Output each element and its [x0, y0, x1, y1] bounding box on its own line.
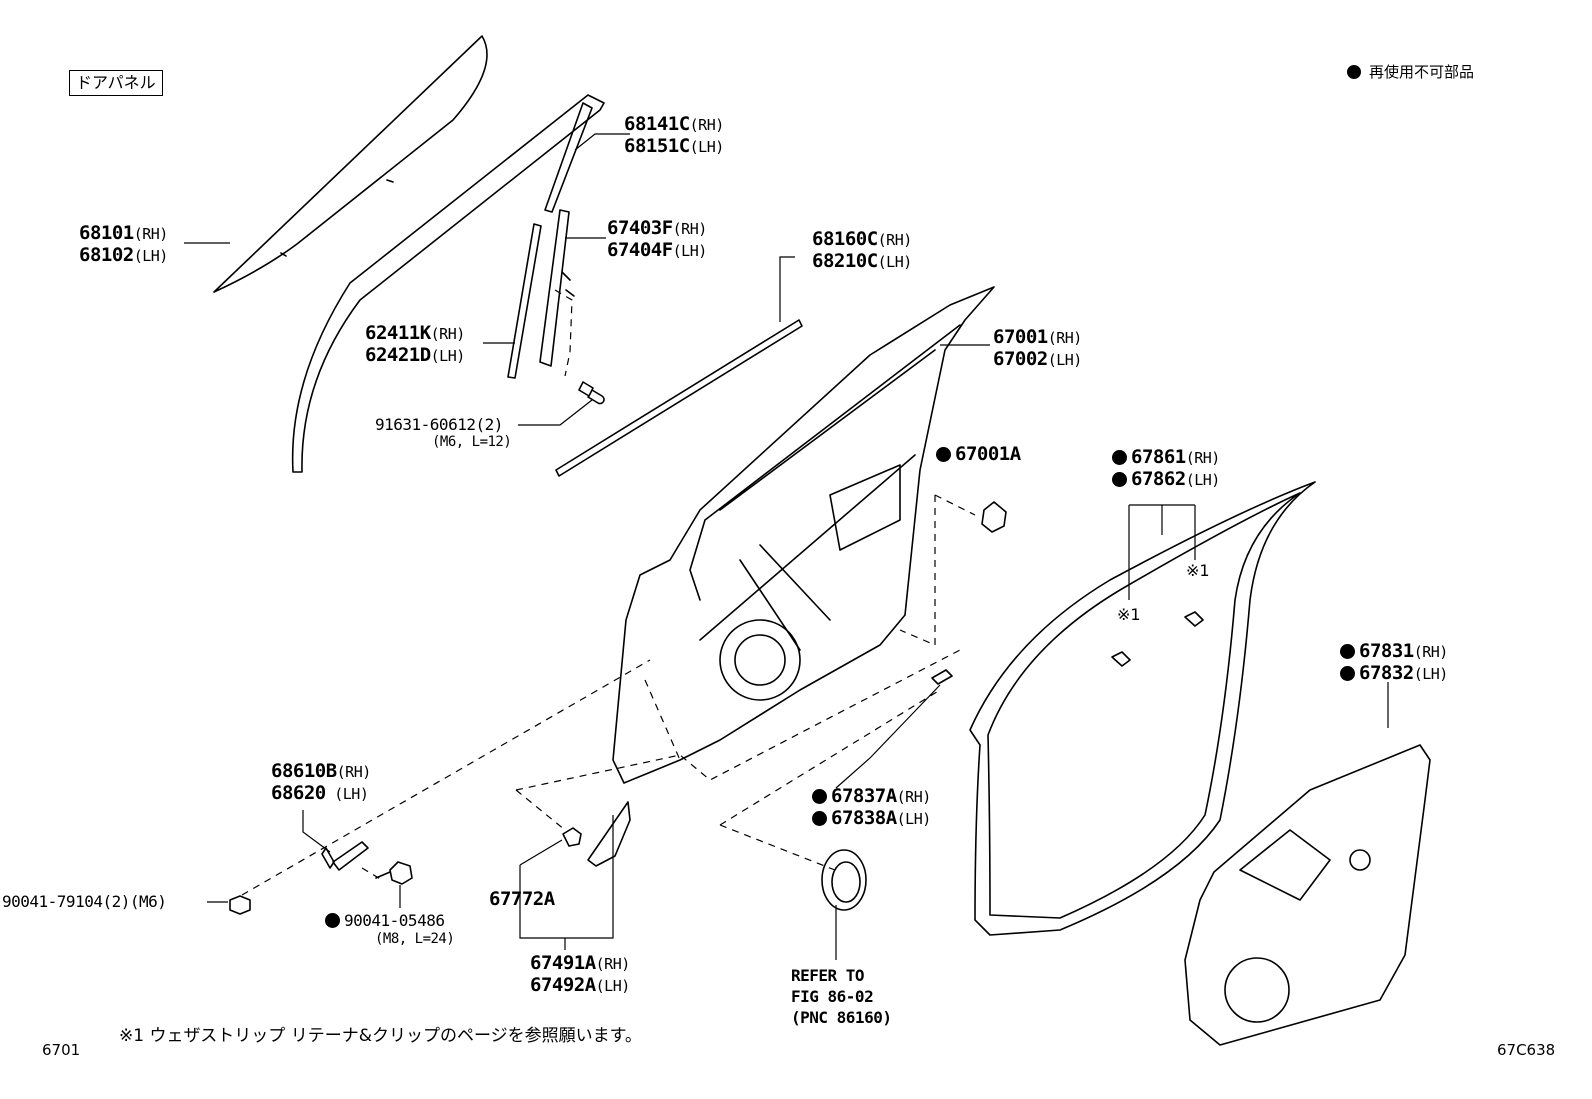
run-channel-rear: [539, 209, 570, 367]
part-90041-79104[interactable]: 90041-79104(2)(M6): [2, 892, 167, 911]
bolt-91631: [578, 381, 605, 405]
part-67491a[interactable]: 67491A(RH)67492A(LH): [530, 952, 630, 996]
cover-67491a: [587, 801, 631, 867]
part-67837a[interactable]: 67837A(RH)67838A(LH): [812, 786, 931, 830]
door-check: [321, 841, 369, 871]
ref-mark-1a: ※1: [1186, 561, 1210, 580]
frame-title: ドアパネル: [69, 70, 163, 96]
legend-text: 再使用不可部品: [1369, 63, 1475, 81]
ref-mark-1b: ※1: [1117, 605, 1141, 624]
non-reusable-dot-icon: [1340, 666, 1355, 681]
part-91631-spec: (M6, L=12): [432, 434, 512, 450]
part-67403f[interactable]: 67403F(RH)67404F(LH): [607, 217, 707, 261]
footnote: ※1 ウェザストリップ リテーナ&クリップのページを参照願います。: [119, 1026, 642, 1046]
part-67772a[interactable]: 67772A: [489, 888, 555, 910]
non-reusable-dot-icon: [1347, 65, 1361, 79]
part-68141c[interactable]: 68141C(RH)68151C(LH): [624, 113, 724, 157]
clip-67772a: [562, 827, 582, 847]
part-67831[interactable]: 67831(RH)67832(LH): [1340, 641, 1448, 685]
part-68160c[interactable]: 68160C(RH)68210C(LH): [812, 228, 912, 272]
nut-90041-79104: [229, 895, 251, 915]
non-reusable-dot-icon: [325, 913, 340, 928]
part-68101[interactable]: 68101(RH)68102(LH): [79, 222, 168, 266]
part-67001[interactable]: 67001(RH)67002(LH): [993, 326, 1082, 370]
glass-run-channel: [291, 94, 605, 473]
part-91631-60612[interactable]: 91631-60612(2): [375, 415, 503, 434]
page-id-right: 67C638: [1497, 1041, 1556, 1059]
door-frame: [612, 286, 995, 784]
seal-67837a: [931, 669, 953, 685]
non-reusable-dot-icon: [1112, 450, 1127, 465]
division-bar: [507, 223, 542, 379]
part-90041-05486-spec: (M8, L=24): [375, 931, 455, 947]
door-glass: [213, 35, 488, 293]
non-reusable-dot-icon: [812, 789, 827, 804]
legend: 再使用不可部品: [1347, 61, 1474, 82]
page-id-left: 6701: [42, 1041, 81, 1059]
part-68610b[interactable]: 68610B(RH)68620 (LH): [271, 760, 371, 804]
speaker: [821, 849, 867, 911]
non-reusable-dot-icon: [936, 447, 951, 462]
stopper-67001a: [981, 501, 1007, 533]
bolt-90041-05486: [375, 861, 413, 885]
non-reusable-dot-icon: [1340, 644, 1355, 659]
weather-strip: [969, 481, 1316, 936]
belt-moulding: [555, 319, 803, 477]
upper-sash: [544, 102, 593, 213]
part-67001a[interactable]: 67001A: [936, 444, 1021, 465]
door-trim-board: [1184, 744, 1431, 1046]
part-67861[interactable]: 67861(RH)67862(LH): [1112, 447, 1220, 491]
part-62411k[interactable]: 62411K(RH)62421D(LH): [365, 322, 465, 366]
non-reusable-dot-icon: [812, 811, 827, 826]
part-90041-05486[interactable]: 90041-05486: [325, 910, 445, 931]
non-reusable-dot-icon: [1112, 472, 1127, 487]
